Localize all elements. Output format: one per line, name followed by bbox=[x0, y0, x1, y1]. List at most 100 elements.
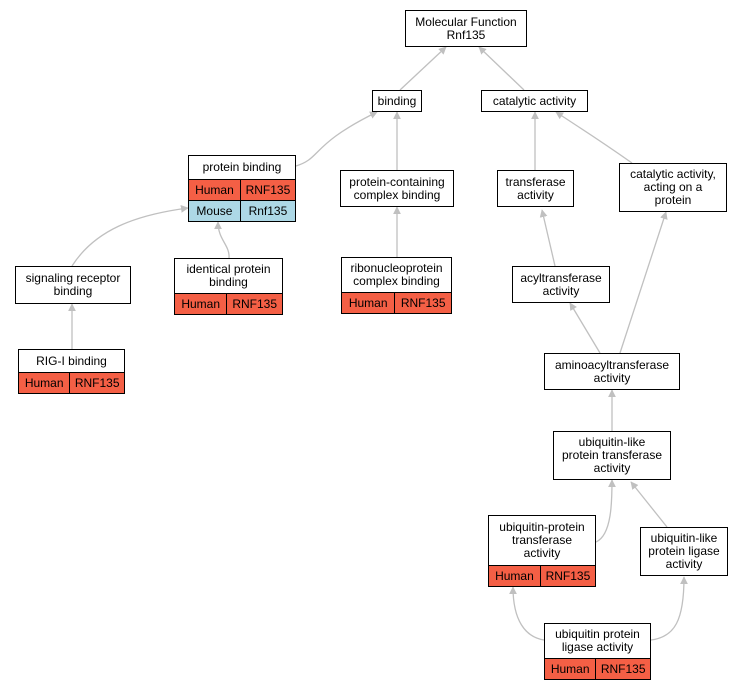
node-label-line: activity bbox=[593, 370, 631, 385]
node-label-line: Rnf135 bbox=[446, 27, 486, 42]
node-label-line: ubiquitin protein bbox=[555, 627, 640, 641]
annotation-row-human[interactable]: Human RNF135 bbox=[175, 293, 282, 314]
edge-acyl-to-transferase bbox=[539, 209, 556, 267]
node-label-line: catalytic activity bbox=[492, 93, 577, 108]
edge-srb-to-protein-binding bbox=[71, 205, 189, 267]
node-label-line: protein binding bbox=[202, 160, 282, 174]
node-label: binding bbox=[373, 91, 421, 111]
node-label-line: acting on a bbox=[643, 180, 703, 194]
annotation-row-human[interactable]: Human RNF135 bbox=[189, 179, 295, 200]
annotation-row-human[interactable]: Human RNF135 bbox=[489, 565, 595, 586]
node-label-line: complex binding bbox=[353, 187, 441, 202]
edge-protein-binding-to-binding bbox=[295, 111, 378, 167]
node-label-line: protein ligase bbox=[648, 544, 720, 558]
edge-amino-to-caop bbox=[619, 211, 668, 354]
node-label-line: transferase bbox=[505, 174, 566, 189]
gene-cell: RNF135 bbox=[69, 373, 124, 393]
node-binding[interactable]: binding bbox=[372, 90, 422, 112]
species-cell: Human bbox=[181, 297, 221, 311]
edge-upl-to-upt bbox=[509, 586, 545, 641]
gene-cell: Rnf135 bbox=[239, 201, 295, 221]
node-label-line: activity bbox=[523, 546, 561, 560]
species-cell: Human bbox=[348, 296, 388, 310]
species-cell: Mouse bbox=[196, 204, 233, 218]
annotation-row-human[interactable]: Human RNF135 bbox=[19, 372, 124, 393]
edge-ubll-to-ubl bbox=[630, 481, 668, 528]
edge-catalytic-to-molecular-function bbox=[478, 46, 525, 91]
node-label-line: ribonucleoprotein bbox=[350, 261, 443, 275]
node-label-line: aminoacyltransferase bbox=[554, 357, 670, 372]
gene-cell: RNF135 bbox=[595, 659, 650, 679]
node-label-line: ubiquitin-like bbox=[578, 435, 646, 449]
node-label: catalytic activity bbox=[482, 91, 587, 111]
annotation-row-human[interactable]: Human RNF135 bbox=[545, 658, 650, 679]
node-label-line: acyltransferase bbox=[520, 270, 602, 285]
node-catalytic-activity[interactable]: catalytic activity bbox=[481, 90, 588, 112]
annotation-row-mouse[interactable]: Mouse Rnf135 bbox=[189, 200, 295, 221]
node-label-line: protein transferase bbox=[561, 448, 663, 462]
node-label-line: complex binding bbox=[353, 274, 440, 288]
species-cell: Human bbox=[24, 376, 64, 390]
edge-caop-to-catalytic bbox=[555, 111, 633, 164]
node-label-line: catalytic activity, bbox=[630, 167, 716, 181]
node-label-line: activity bbox=[542, 283, 580, 298]
node-label-line: ubiquitin-protein bbox=[499, 520, 585, 534]
node-label-line: protein-containing bbox=[349, 174, 445, 189]
node-label: protein binding bbox=[189, 156, 295, 179]
node-label-line: binding bbox=[377, 93, 417, 108]
edge-upl-to-ubll bbox=[650, 576, 688, 641]
edge-ipb-to-protein-binding bbox=[214, 221, 230, 259]
gene-cell: RNF135 bbox=[226, 294, 282, 314]
edge-upt-to-ubl bbox=[595, 479, 616, 543]
node-label-line: ubiquitin-like bbox=[650, 531, 718, 545]
node-label-line: ligase activity bbox=[561, 640, 634, 654]
node-label-line: RIG-I binding bbox=[36, 353, 107, 368]
gene-cell: RNF135 bbox=[394, 293, 451, 313]
node-label-line: protein bbox=[654, 193, 692, 207]
edge-binding-to-molecular-function bbox=[399, 46, 447, 91]
node-label-line: activity bbox=[593, 461, 631, 475]
gene-cell: RNF135 bbox=[239, 180, 295, 200]
annotation-row-human[interactable]: Human RNF135 bbox=[342, 292, 451, 313]
edge-amino-to-acyl bbox=[569, 302, 601, 354]
species-cell: Human bbox=[495, 569, 534, 583]
node-label-line: binding bbox=[209, 275, 248, 289]
species-cell: Human bbox=[195, 183, 234, 197]
node-label-line: Molecular Function bbox=[415, 14, 517, 29]
node-label-line: signaling receptor bbox=[25, 271, 121, 285]
node-label-line: activity bbox=[665, 557, 703, 571]
gene-cell: RNF135 bbox=[539, 566, 595, 586]
node-label-line: transferase bbox=[511, 533, 573, 547]
species-cell: Human bbox=[550, 662, 590, 676]
node-label-line: identical protein bbox=[186, 262, 271, 276]
